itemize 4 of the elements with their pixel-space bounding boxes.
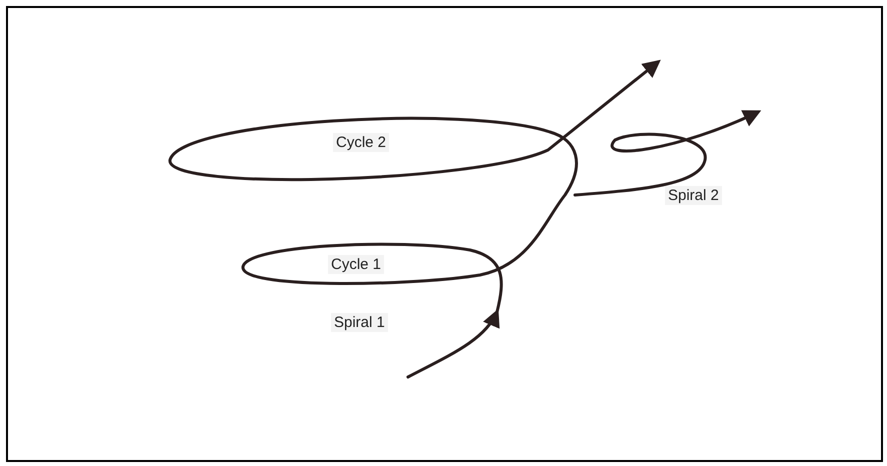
curve-label: Cycle 2: [333, 133, 390, 152]
curve-label: Spiral 1: [331, 313, 388, 332]
curve-label: Cycle 1: [328, 255, 384, 274]
curve-label: Spiral 2: [665, 186, 722, 205]
